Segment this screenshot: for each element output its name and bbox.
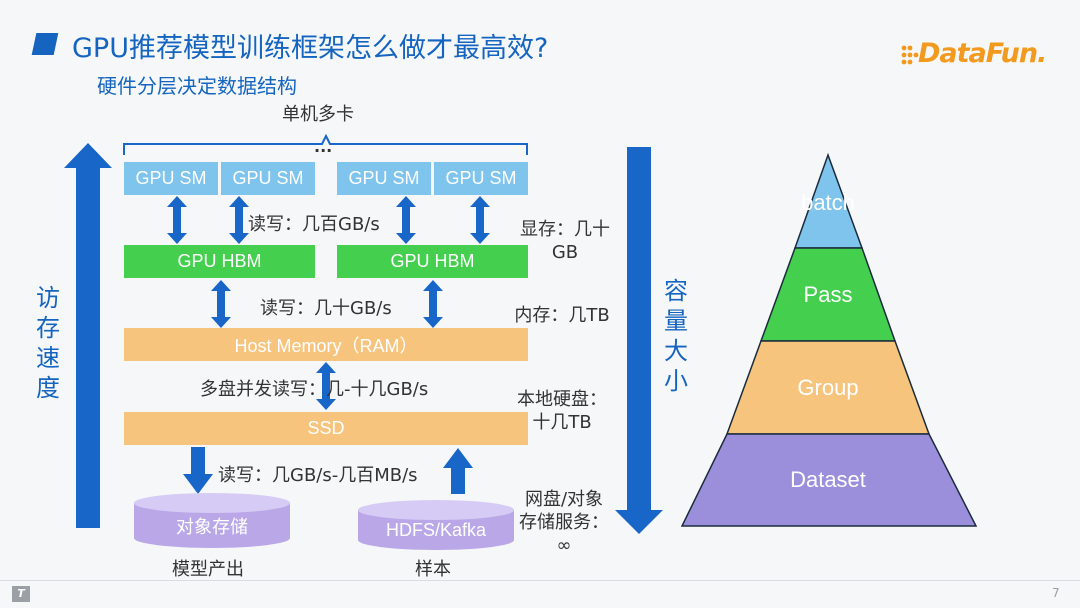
hdfs-label: HDFS/Kafka: [385, 519, 487, 540]
pyramid-label-dataset: Dataset: [790, 467, 866, 492]
double-arrow-icon: [470, 196, 490, 244]
gpu-hbm-box: GPU HBM: [124, 245, 315, 278]
pyramid-label-pass: Pass: [803, 282, 853, 307]
logo-dots-icon: [901, 45, 919, 65]
ellipsis: ...: [314, 137, 333, 156]
capacity-arrow-icon: [615, 147, 663, 534]
double-arrow-icon: [316, 362, 336, 410]
double-arrow-icon: [211, 280, 231, 328]
page-title: GPU推荐模型训练框架怎么做才最高效?: [72, 33, 549, 64]
double-arrow-icon: [423, 280, 443, 328]
footer-divider: [0, 580, 1080, 581]
bandwidth-ram-ssd: 多盘并发读写：几-十几GB/s: [200, 379, 429, 400]
ssd-box: SSD: [124, 412, 528, 445]
access-speed-arrow-icon: [64, 143, 112, 528]
gpu-hbm-box: GPU HBM: [337, 245, 528, 278]
host-memory-box: Host Memory（RAM）: [124, 328, 528, 361]
capacity-vram: 显存：几十GB: [520, 219, 610, 263]
bandwidth-ssd-storage: 读写：几GB/s-几百MB/s: [218, 465, 418, 486]
capacity-ram: 内存：几TB: [514, 305, 610, 326]
logo-text: DataFun.: [918, 38, 1047, 69]
capacity-network: 网盘/对象存储服务：∞: [519, 489, 609, 556]
gpu-sm-box: GPU SM: [337, 162, 431, 195]
object-storage-label: 对象存储: [176, 517, 248, 537]
page-number: 7: [1052, 586, 1060, 600]
page-subtitle: 硬件分层决定数据结构: [97, 74, 297, 98]
double-arrow-icon: [396, 196, 416, 244]
gpu-sm-box: GPU SM: [434, 162, 528, 195]
hdfs-cylinder: [358, 500, 514, 550]
samples-label: 样本: [415, 559, 451, 580]
pyramid-level-dataset: [680, 433, 978, 527]
footer-logo-icon: T: [12, 586, 30, 602]
access-speed-label: 访存速度: [36, 284, 60, 402]
bandwidth-sm-hbm: 读写：几百GB/s: [248, 214, 380, 235]
pyramid-label-group: Group: [797, 375, 859, 400]
down-arrow-icon: [183, 447, 213, 494]
double-arrow-icon: [167, 196, 187, 244]
double-arrow-icon: [229, 196, 249, 244]
capacity-disk: 本地硬盘：十几TB: [517, 389, 607, 433]
capacity-label: 容量大小: [664, 277, 688, 395]
gpu-sm-box: GPU SM: [124, 162, 218, 195]
pyramid-label-batch: batch: [801, 190, 855, 215]
group-label: 单机多卡: [282, 104, 354, 125]
object-storage-cylinder: [134, 493, 290, 548]
model-output-label: 模型产出: [172, 559, 244, 580]
gpu-sm-box: GPU SM: [221, 162, 315, 195]
group-bracket: [123, 133, 528, 155]
datafun-logo: DataFun.: [900, 36, 1050, 76]
bandwidth-hbm-ram: 读写：几十GB/s: [260, 298, 392, 319]
up-arrow-icon: [443, 448, 473, 494]
